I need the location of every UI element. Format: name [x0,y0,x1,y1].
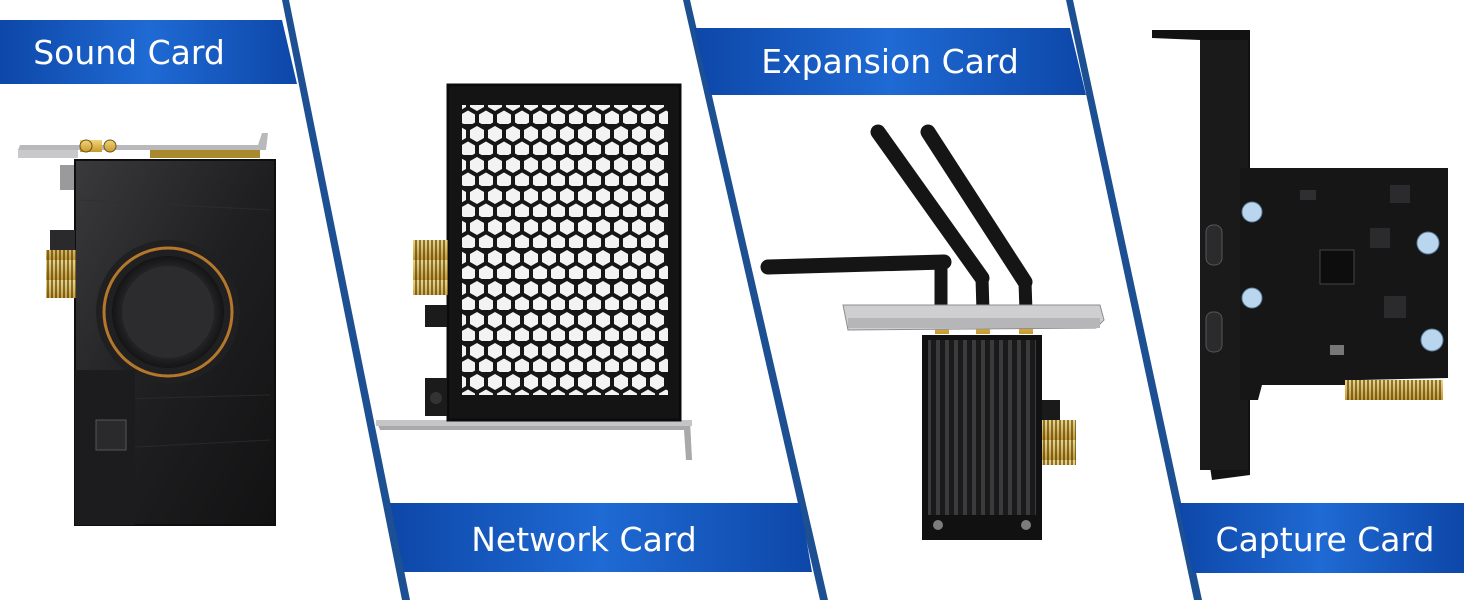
banners [0,20,1464,573]
capture-card-label: Capture Card [1215,519,1435,559]
expansion-card-image [760,124,1105,540]
sound-card-label: Sound Card [33,32,225,72]
capture-card-image [1152,30,1448,480]
divider-lines [282,0,1202,600]
expansion-card-label: Expansion Card [761,41,1019,81]
sound-card-image [18,133,276,526]
network-card-image [376,83,692,460]
network-card-banner [390,503,812,572]
sound-card-banner [0,20,297,84]
expansion-card-banner [694,28,1086,95]
network-card-label: Network Card [471,519,697,559]
capture-card-banner [1178,503,1464,573]
